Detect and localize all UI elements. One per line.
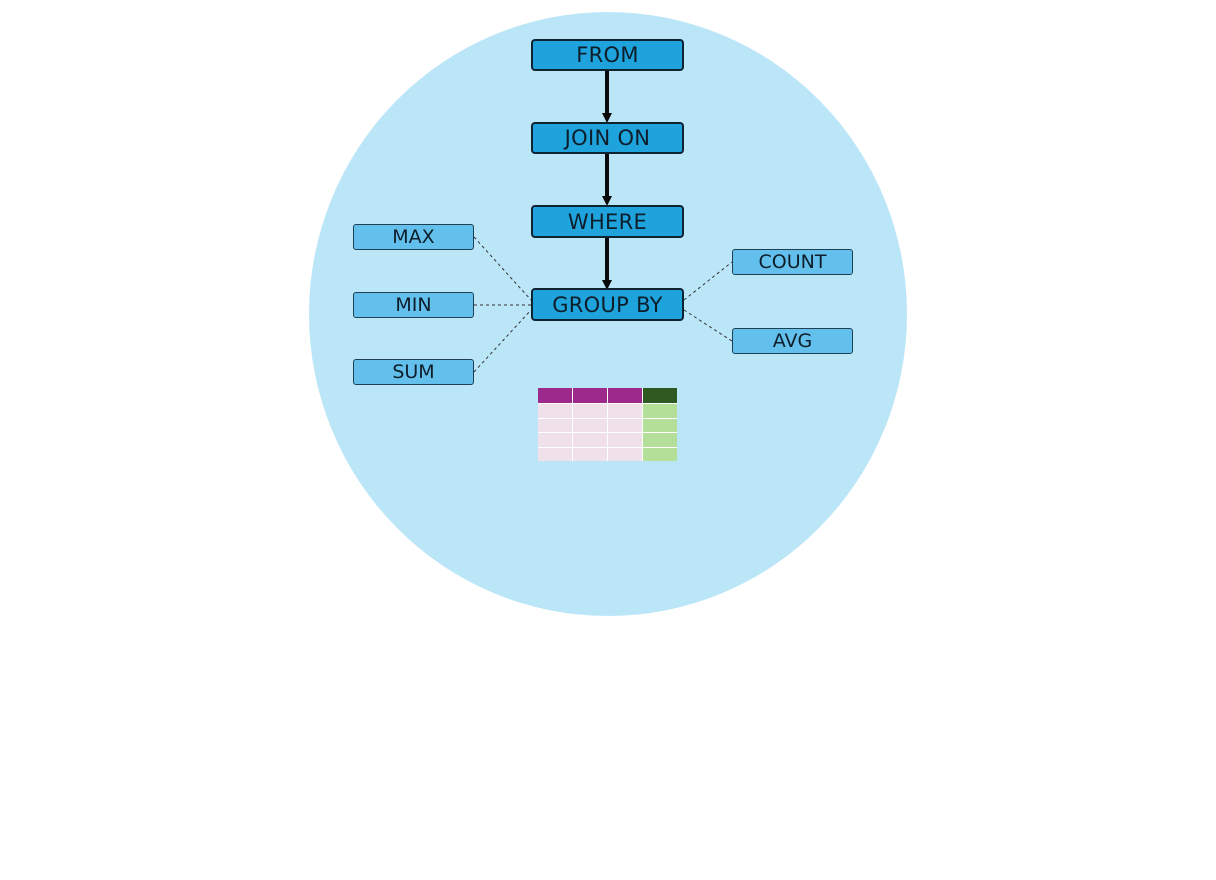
table-body-cell [573, 447, 607, 461]
table-body-cell [643, 447, 677, 461]
link-group-avg [683, 309, 733, 342]
table-body-cell [573, 404, 607, 418]
table-body-cell [538, 433, 572, 447]
table-body-cell [608, 418, 642, 432]
table-body-cell [608, 433, 642, 447]
group-by-node: GROUP BY [531, 288, 684, 321]
avg-node: AVG [732, 328, 853, 354]
table-body-cell [608, 404, 642, 418]
table-header-cell [643, 388, 677, 403]
table-body-cell [643, 404, 677, 418]
from-node: FROM [531, 39, 684, 71]
table-body-cell [573, 433, 607, 447]
min-node: MIN [353, 292, 474, 318]
table-body-cell [573, 418, 607, 432]
sum-node: SUM [353, 359, 474, 385]
table-body-cell [643, 433, 677, 447]
table-body-cell [608, 447, 642, 461]
table-body-cell [643, 418, 677, 432]
max-node: MAX [353, 224, 474, 250]
table-header-cell [573, 388, 607, 403]
where-node: WHERE [531, 205, 684, 238]
join-on-node: JOIN ON [531, 122, 684, 154]
table-body-cell [538, 404, 572, 418]
result-table-icon [538, 388, 677, 461]
link-max-group [473, 236, 532, 301]
table-header-cell [538, 388, 572, 403]
link-group-count [683, 261, 733, 301]
table-body-cell [538, 447, 572, 461]
table-body-cell [538, 418, 572, 432]
count-node: COUNT [732, 249, 853, 275]
link-sum-group [473, 309, 532, 373]
table-header-cell [608, 388, 642, 403]
